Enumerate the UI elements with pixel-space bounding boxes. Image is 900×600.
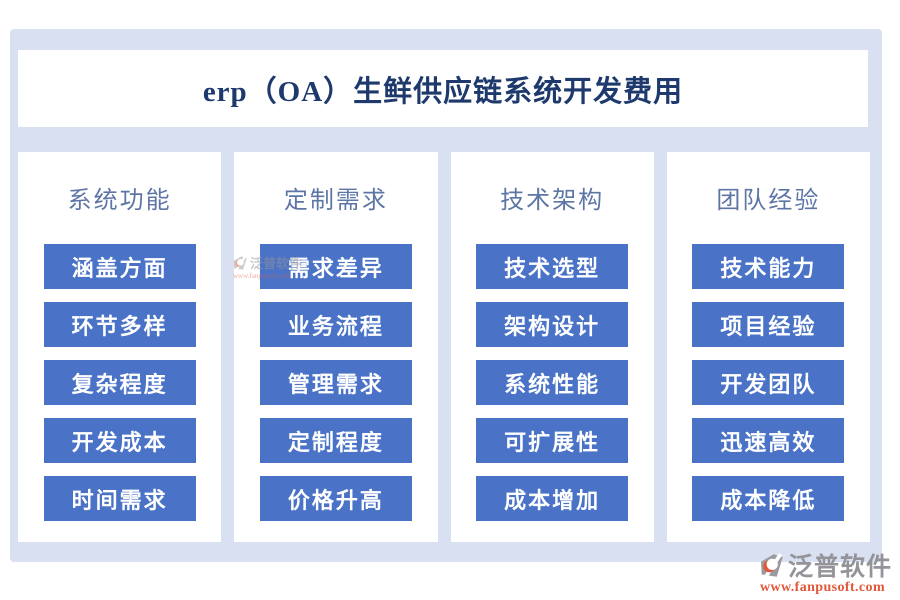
factor-chip: 复杂程度 xyxy=(43,360,196,405)
factor-list: 技术能力 项目经验 开发团队 迅速高效 成本降低 xyxy=(692,244,845,521)
factor-list: 技术选型 架构设计 系统性能 可扩展性 成本增加 xyxy=(476,244,629,521)
column-custom-requirements: 定制需求 需求差异 业务流程 管理需求 定制程度 价格升高 xyxy=(234,152,438,542)
factor-chip: 项目经验 xyxy=(692,302,845,347)
factor-chip: 迅速高效 xyxy=(692,418,845,463)
column-header: 系统功能 xyxy=(67,188,172,214)
columns-container: 系统功能 涵盖方面 环节多样 复杂程度 开发成本 时间需求 定制需求 需求差异 … xyxy=(18,152,870,542)
factor-chip: 成本降低 xyxy=(692,476,845,521)
factor-chip: 架构设计 xyxy=(476,302,629,347)
fanpu-logo-icon xyxy=(758,552,785,579)
factor-chip: 定制程度 xyxy=(259,418,412,463)
factor-chip: 成本增加 xyxy=(476,476,629,521)
column-header: 技术架构 xyxy=(500,188,605,214)
column-header: 团队经验 xyxy=(716,188,821,214)
page-title: erp（OA）生鲜供应链系统开发费用 xyxy=(202,75,684,108)
column-team-experience: 团队经验 技术能力 项目经验 开发团队 迅速高效 成本降低 xyxy=(666,152,870,542)
brand-name: 泛普软件 xyxy=(787,554,892,581)
fanpu-logo: 泛普软件 www.fanpusoft.com xyxy=(758,547,892,596)
factor-chip: 业务流程 xyxy=(259,302,412,347)
factor-chip: 可扩展性 xyxy=(476,418,629,463)
factor-chip: 管理需求 xyxy=(259,360,412,405)
factor-chip: 涵盖方面 xyxy=(43,244,196,289)
factor-chip: 开发团队 xyxy=(692,360,845,405)
column-system-functions: 系统功能 涵盖方面 环节多样 复杂程度 开发成本 时间需求 xyxy=(18,152,222,542)
title-banner: erp（OA）生鲜供应链系统开发费用 xyxy=(18,50,868,127)
factor-chip: 价格升高 xyxy=(259,476,412,521)
factor-chip: 技术选型 xyxy=(476,244,629,289)
factor-chip: 系统性能 xyxy=(476,360,629,405)
column-header: 定制需求 xyxy=(283,188,388,214)
brand-url: www.fanpusoft.com xyxy=(759,580,886,595)
factor-chip: 开发成本 xyxy=(43,418,196,463)
column-tech-architecture: 技术架构 技术选型 架构设计 系统性能 可扩展性 成本增加 xyxy=(450,152,654,542)
frame-background: erp（OA）生鲜供应链系统开发费用 系统功能 涵盖方面 环节多样 复杂程度 开… xyxy=(10,29,882,562)
factor-list: 需求差异 业务流程 管理需求 定制程度 价格升高 xyxy=(259,244,412,521)
factor-chip: 技术能力 xyxy=(692,244,845,289)
factor-chip: 需求差异 xyxy=(259,244,412,289)
factor-chip: 时间需求 xyxy=(43,476,196,521)
factor-chip: 环节多样 xyxy=(43,302,196,347)
factor-list: 涵盖方面 环节多样 复杂程度 开发成本 时间需求 xyxy=(43,244,196,521)
